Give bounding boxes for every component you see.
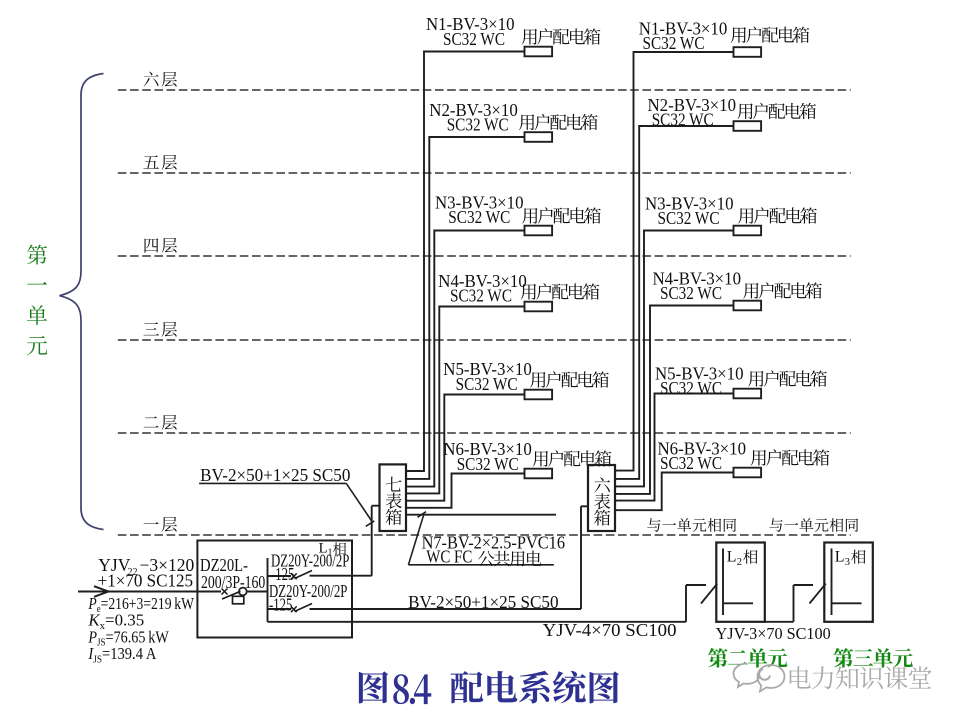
svg-text:DZ20Y-200/2P: DZ20Y-200/2P [271, 551, 350, 571]
svg-text:L: L [835, 549, 845, 566]
svg-text:SC32 WC: SC32 WC [660, 378, 722, 398]
svg-text:N3-BV-3×10: N3-BV-3×10 [435, 193, 524, 213]
svg-text:N2-BV-3×10: N2-BV-3×10 [429, 100, 518, 120]
svg-text:N3-BV-3×10: N3-BV-3×10 [645, 193, 734, 213]
svg-text:N4-BV-3×10: N4-BV-3×10 [438, 271, 527, 291]
svg-text:−3×120: −3×120 [140, 555, 195, 575]
svg-text:YJV: YJV [98, 555, 130, 575]
svg-text:DZ20Y-200/2P: DZ20Y-200/2P [269, 581, 348, 601]
svg-text:Kx=0.35: Kx=0.35 [87, 611, 144, 632]
svg-text:N1-BV-3×10: N1-BV-3×10 [426, 14, 515, 34]
svg-text:SC32 WC: SC32 WC [457, 454, 519, 474]
svg-text:SC32 WC: SC32 WC [643, 33, 705, 53]
svg-text:N5-BV-3×10: N5-BV-3×10 [443, 359, 532, 379]
svg-text:L: L [727, 549, 737, 566]
svg-text:SC32 WC: SC32 WC [660, 283, 722, 303]
svg-text:N5-BV-3×10: N5-BV-3×10 [655, 363, 744, 383]
svg-text:200/3P-160: 200/3P-160 [201, 572, 265, 592]
svg-text:SC32 WC: SC32 WC [660, 453, 722, 473]
svg-text:N6-BV-3×10: N6-BV-3×10 [443, 439, 532, 459]
svg-text:SC32 WC: SC32 WC [456, 374, 518, 394]
svg-text:2: 2 [737, 557, 742, 568]
svg-text:SC32 WC: SC32 WC [658, 208, 720, 228]
svg-text:IJS=139.4 A: IJS=139.4 A [88, 644, 157, 665]
svg-text:BV-2×50+1×25 SC50: BV-2×50+1×25 SC50 [408, 592, 559, 612]
svg-text:SC32 WC: SC32 WC [448, 207, 510, 227]
svg-text:SC32 WC: SC32 WC [443, 29, 505, 49]
svg-text:YJV-4×70 SC100: YJV-4×70 SC100 [543, 620, 677, 640]
svg-text:22: 22 [128, 567, 138, 578]
svg-text:N4-BV-3×10: N4-BV-3×10 [653, 268, 742, 288]
svg-text:DZ20L-: DZ20L- [200, 555, 248, 575]
svg-text:N2-BV-3×10: N2-BV-3×10 [648, 95, 737, 115]
svg-text:BV-2×50+1×25 SC50: BV-2×50+1×25 SC50 [200, 465, 351, 485]
svg-text:WC FC: WC FC [426, 547, 472, 567]
svg-text:N1-BV-3×10: N1-BV-3×10 [639, 18, 728, 38]
svg-text:L: L [319, 540, 328, 556]
svg-text:N6-BV-3×10: N6-BV-3×10 [658, 438, 747, 458]
svg-text:PJS=76.65 kW: PJS=76.65 kW [88, 627, 170, 648]
svg-text:SC32 WC: SC32 WC [447, 115, 509, 135]
svg-text:+1×70 SC125: +1×70 SC125 [98, 570, 194, 590]
svg-text:N7-BV-2×2.5-PVC16: N7-BV-2×2.5-PVC16 [422, 533, 566, 553]
svg-text:YJV-3×70 SC100: YJV-3×70 SC100 [716, 624, 831, 643]
svg-text:Pe=216+3=219 kW: Pe=216+3=219 kW [88, 594, 195, 615]
svg-text:SC32 WC: SC32 WC [652, 110, 714, 130]
svg-text:1: 1 [328, 547, 333, 558]
svg-text:-125: -125 [271, 564, 295, 584]
svg-text:3: 3 [845, 557, 850, 568]
svg-text:SC32 WC: SC32 WC [450, 286, 512, 306]
svg-text:-125: -125 [269, 595, 293, 615]
